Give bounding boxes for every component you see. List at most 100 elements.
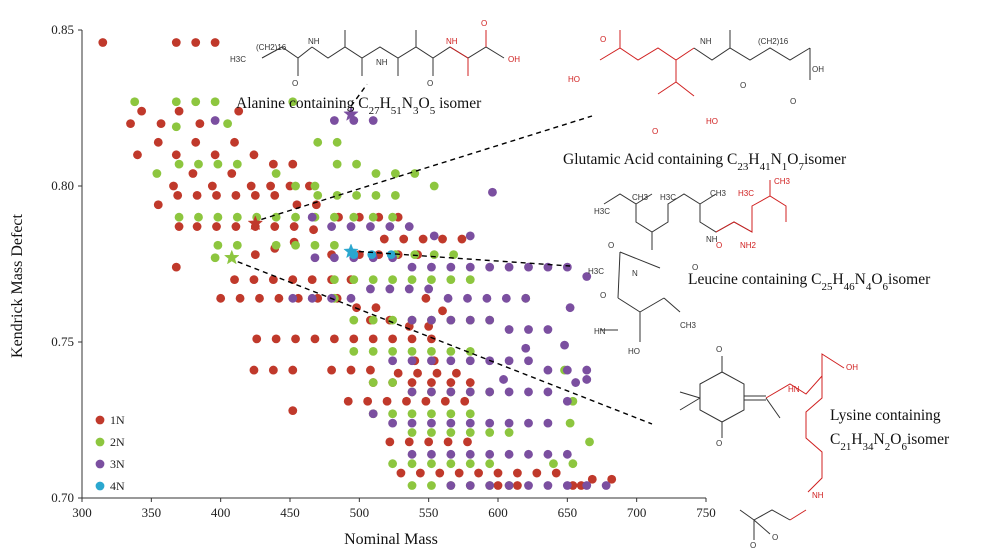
data-point-3N — [485, 315, 495, 325]
data-point-3N — [307, 293, 317, 303]
svg-text:H3C: H3C — [738, 189, 754, 198]
data-point-3N — [427, 262, 436, 272]
data-point-2N — [388, 459, 398, 469]
highlight-star — [343, 105, 359, 121]
data-point-2N — [427, 346, 436, 356]
data-point-3N — [424, 284, 434, 294]
svg-text:O: O — [652, 127, 658, 136]
data-point-1N — [266, 181, 275, 191]
svg-text:NH: NH — [446, 37, 458, 46]
data-point-3N — [429, 231, 439, 241]
data-point-2N — [407, 459, 417, 469]
legend-label: 4N — [110, 479, 125, 493]
data-point-2N — [213, 240, 223, 250]
svg-text:NH2: NH2 — [740, 241, 757, 250]
data-point-3N — [485, 481, 495, 490]
data-point-3N — [562, 481, 572, 490]
data-point-2N — [427, 409, 436, 419]
data-point-3N — [407, 262, 417, 272]
data-point-2N — [232, 159, 242, 169]
data-point-1N — [438, 234, 447, 244]
data-point-1N — [270, 222, 280, 231]
x-tick-label: 400 — [211, 505, 231, 520]
x-tick-label: 500 — [350, 505, 370, 520]
data-point-2N — [485, 428, 495, 437]
svg-text:O: O — [427, 79, 433, 88]
data-point-1N — [156, 119, 166, 128]
svg-text:O: O — [716, 345, 722, 354]
x-tick-label: 750 — [696, 505, 716, 520]
data-point-1N — [188, 169, 198, 178]
data-point-1N — [329, 334, 339, 344]
data-point-2N — [130, 97, 140, 107]
data-point-2N — [329, 240, 339, 250]
data-point-2N — [407, 481, 417, 490]
data-point-1N — [407, 378, 417, 387]
svg-text:O: O — [608, 241, 614, 250]
data-point-2N — [232, 240, 242, 250]
data-point-3N — [465, 449, 475, 459]
data-point-1N — [551, 468, 561, 478]
data-point-3N — [427, 315, 436, 325]
data-point-3N — [385, 222, 395, 231]
data-point-1N — [216, 293, 226, 303]
svg-text:O: O — [716, 241, 722, 250]
data-point-2N — [352, 159, 361, 169]
data-point-1N — [407, 334, 417, 344]
highlight-star — [223, 249, 240, 265]
data-point-2N — [427, 481, 436, 490]
data-point-1N — [349, 334, 359, 344]
data-point-2N — [388, 315, 398, 325]
data-point-2N — [291, 240, 300, 250]
data-point-3N — [504, 262, 514, 272]
svg-text:NH: NH — [706, 235, 718, 244]
data-point-1N — [452, 368, 461, 378]
data-point-3N — [524, 481, 533, 490]
svg-text:CH3: CH3 — [710, 189, 727, 198]
data-point-1N — [366, 365, 375, 375]
svg-text:O: O — [600, 291, 606, 300]
data-point-2N — [232, 212, 242, 222]
data-point-2N — [329, 275, 339, 284]
data-point-1N — [133, 150, 142, 160]
data-point-3N — [543, 325, 553, 334]
data-point-3N — [488, 187, 497, 197]
svg-text:N: N — [632, 269, 638, 278]
data-point-3N — [307, 212, 317, 222]
svg-text:H3C: H3C — [594, 207, 610, 216]
data-point-3N — [366, 222, 375, 231]
data-point-1N — [415, 468, 425, 478]
y-axis-title: Kendrick Mass Defect — [9, 213, 26, 358]
data-point-2N — [291, 181, 300, 191]
data-point-2N — [171, 122, 181, 132]
data-point-3N — [465, 315, 475, 325]
data-point-1N — [288, 406, 298, 416]
data-point-3N — [504, 481, 514, 490]
x-tick-label: 300 — [72, 505, 92, 520]
data-point-1N — [231, 190, 241, 200]
leucine-structure-drawing — [600, 180, 787, 342]
data-point-2N — [152, 169, 162, 178]
svg-text:O: O — [750, 541, 756, 550]
data-point-2N — [194, 212, 203, 222]
data-point-2N — [371, 190, 381, 200]
data-point-2N — [368, 346, 378, 356]
y-tick-label: 0.80 — [51, 178, 74, 193]
data-point-2N — [191, 97, 201, 107]
legend-label: 3N — [110, 457, 125, 471]
data-point-1N — [457, 234, 467, 244]
data-point-2N — [427, 459, 436, 469]
data-point-3N — [524, 262, 533, 272]
data-point-1N — [171, 150, 181, 160]
data-point-2N — [446, 275, 456, 284]
data-point-2N — [349, 346, 359, 356]
data-point-2N — [349, 212, 359, 222]
data-point-3N — [562, 449, 572, 459]
data-point-2N — [465, 428, 475, 437]
data-point-1N — [368, 334, 378, 344]
svg-text:NH: NH — [700, 37, 712, 46]
data-point-1N — [465, 378, 475, 387]
data-point-2N — [352, 190, 361, 200]
